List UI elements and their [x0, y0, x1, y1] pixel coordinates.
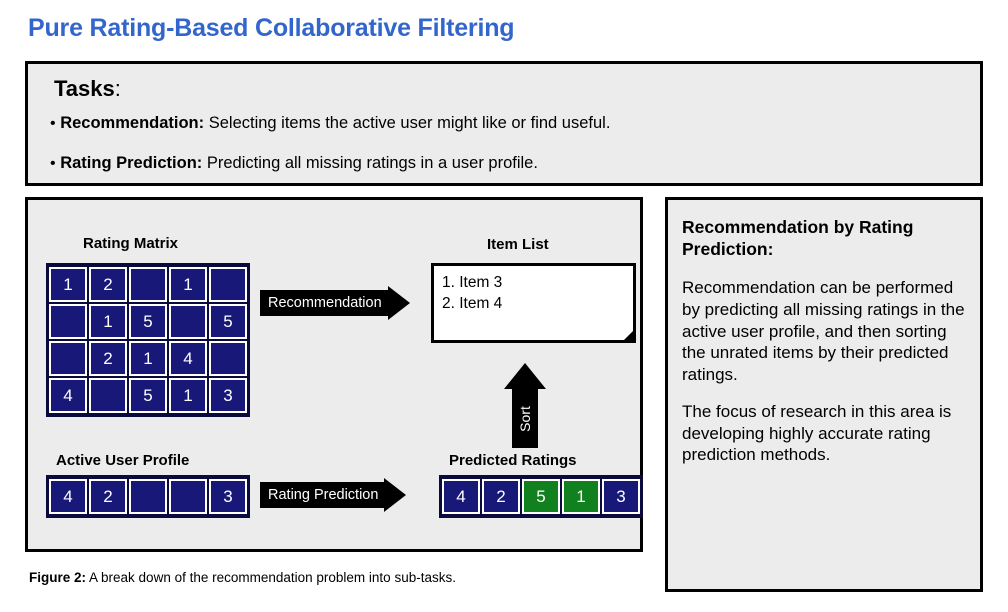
rating-cell: 4: [442, 479, 480, 514]
item-list-note: 1. Item 3 2. Item 4: [431, 263, 636, 343]
item-list-entry: 1. Item 3: [442, 274, 503, 291]
page-title: Pure Rating-Based Collaborative Filterin…: [28, 14, 515, 42]
rating-cell: 3: [209, 479, 247, 514]
rating-cell: 4: [49, 479, 87, 514]
task-item-recommendation: • Recommendation: Selecting items the ac…: [50, 114, 610, 133]
rating-cell: 5: [129, 378, 167, 413]
recommendation-arrow: Recommendation: [260, 286, 410, 320]
rating-cell-empty: [89, 378, 127, 413]
active-user-profile-label: Active User Profile: [56, 452, 190, 469]
arrow-head-right-icon: [387, 286, 410, 320]
rating-cell: 3: [602, 479, 640, 514]
sort-arrow-label: Sort: [517, 405, 533, 432]
rating-cell: 2: [89, 341, 127, 376]
arrow-head-up-icon: [504, 363, 546, 389]
rating-prediction-arrow: Rating Prediction: [260, 478, 407, 512]
recommendation-arrow-label: Recommendation: [260, 290, 388, 316]
rating-cell: 2: [89, 479, 127, 514]
task-item-rating-prediction: • Rating Prediction: Predicting all miss…: [50, 154, 538, 173]
info-panel-paragraph: Recommendation can be performed by predi…: [682, 278, 965, 384]
tasks-box: Tasks: • Recommendation: Selecting items…: [25, 61, 983, 186]
rating-cell: 5: [209, 304, 247, 339]
rating-prediction-arrow-label: Rating Prediction: [260, 482, 385, 508]
bullet-icon: •: [50, 155, 56, 172]
rating-cell: 2: [89, 267, 127, 302]
rating-cell-empty: [209, 341, 247, 376]
rating-cell: 3: [209, 378, 247, 413]
rating-cell-empty: [129, 479, 167, 514]
tasks-heading: Tasks:: [54, 76, 121, 102]
bullet-icon: •: [50, 115, 56, 132]
task-text-rating-prediction: Predicting all missing ratings in a user…: [202, 154, 538, 172]
figure-caption-label: Figure 2:: [29, 570, 87, 585]
rating-cell: 1: [129, 341, 167, 376]
rating-cell: 1: [49, 267, 87, 302]
rating-cell: 4: [49, 378, 87, 413]
arrow-head-right-icon: [384, 478, 407, 512]
sort-arrow-shaft: Sort: [512, 389, 538, 448]
sort-arrow: Sort: [504, 363, 546, 448]
figure-caption-text: A break down of the recommendation probl…: [86, 570, 456, 585]
rating-cell: 1: [89, 304, 127, 339]
info-panel-paragraph: The focus of research in this area is de…: [682, 402, 952, 465]
rating-cell-empty: [129, 267, 167, 302]
tasks-heading-word: Tasks: [54, 76, 115, 101]
figure-caption: Figure 2: A break down of the recommenda…: [29, 570, 456, 585]
rating-cell: 5: [522, 479, 560, 514]
task-term-rating-prediction: Rating Prediction:: [60, 154, 203, 172]
rating-cell-empty: [209, 267, 247, 302]
rating-matrix-label: Rating Matrix: [83, 235, 179, 252]
rating-cell: 1: [169, 267, 207, 302]
info-panel-heading: Recommendation by Rating Prediction:: [682, 217, 914, 260]
item-list-entry: 2. Item 4: [442, 295, 503, 312]
tasks-heading-colon: :: [114, 76, 121, 101]
rating-cell: 1: [562, 479, 600, 514]
task-text-recommendation: Selecting items the active user might li…: [204, 114, 611, 132]
rating-cell: 5: [129, 304, 167, 339]
predicted-ratings-label: Predicted Ratings: [449, 452, 577, 469]
item-list-label: Item List: [487, 236, 549, 253]
task-term-recommendation: Recommendation:: [60, 114, 205, 132]
rating-cell-empty: [169, 304, 207, 339]
rating-cell: 2: [482, 479, 520, 514]
rating-cell-empty: [49, 341, 87, 376]
info-panel: Recommendation by Rating Prediction: Rec…: [665, 197, 983, 592]
rating-cell: 1: [169, 378, 207, 413]
rating-cell: 4: [169, 341, 207, 376]
rating-cell-empty: [49, 304, 87, 339]
rating-cell-empty: [169, 479, 207, 514]
